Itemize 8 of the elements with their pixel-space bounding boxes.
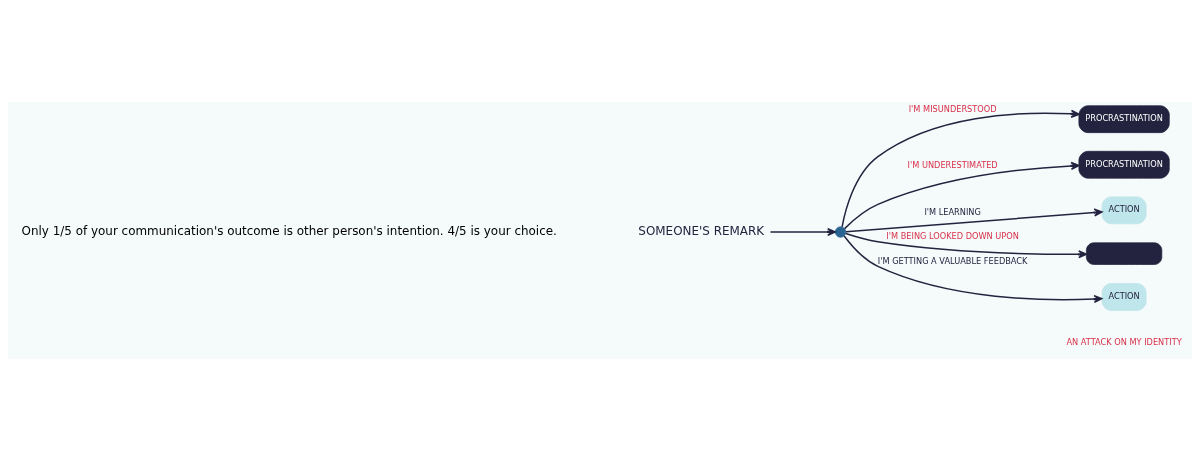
edge-label: I'M BEING LOOKED DOWN UPON	[886, 230, 1019, 241]
edge-label: I'M GETTING A VALUABLE FEEDBACK	[877, 255, 1028, 266]
edge-label: I'M UNDERESTIMATED	[907, 159, 998, 170]
label: AN ATTACK ON MY IDENTITY	[1066, 336, 1182, 347]
edge-label: I'M LEARNING	[924, 206, 981, 217]
node-text: SOMEONE'S REMARK	[638, 223, 765, 238]
label: Only 1/5 of your communication's outcome is other person's intention. 4/5 is your choice.	[21, 223, 557, 238]
edge-label: I'M MISUNDERSTOOD	[908, 103, 997, 114]
